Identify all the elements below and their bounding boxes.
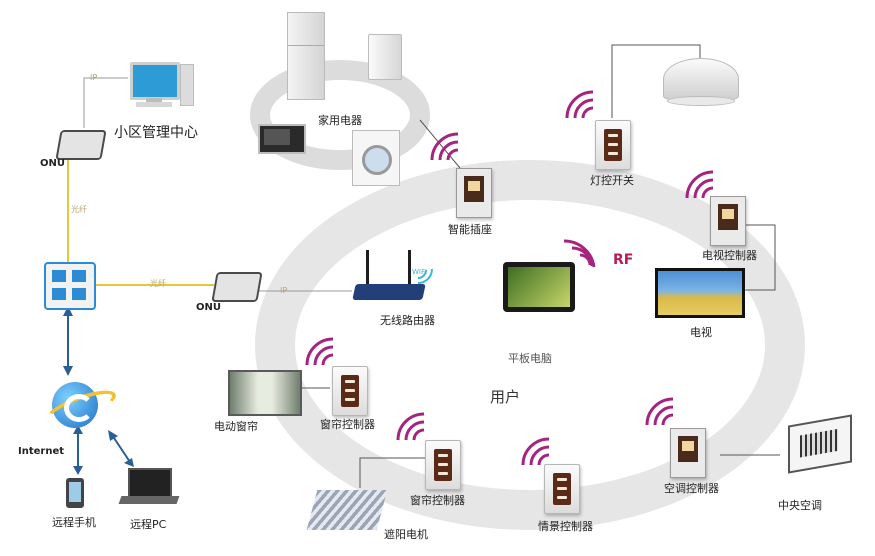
user-ring xyxy=(255,160,805,530)
shade-controller-label: 窗帘控制器 xyxy=(410,494,465,507)
onu-mid-device-icon xyxy=(211,272,263,302)
internet-label: Internet xyxy=(18,446,65,457)
tablet-label: 平板电脑 xyxy=(508,352,552,365)
television-icon xyxy=(655,268,745,322)
ip-label-top: IP xyxy=(90,73,98,82)
wave-groups xyxy=(305,90,714,466)
refrigerator-icon xyxy=(287,12,325,100)
microwave-icon xyxy=(258,124,306,154)
scene-controller-label: 情景控制器 xyxy=(538,520,593,533)
central-air-conditioner-icon xyxy=(782,414,858,474)
tablet-device xyxy=(503,262,579,318)
user-label: 用户 xyxy=(490,388,521,406)
electric-curtain-icon xyxy=(228,370,302,416)
central-ac-label: 中央空调 xyxy=(778,499,822,512)
wireless-router-icon xyxy=(352,250,426,308)
curtain-motor-label: 电动窗帘 xyxy=(214,420,258,433)
smart-socket-device xyxy=(456,168,492,218)
onu-mid-label: ONU xyxy=(196,302,221,313)
appliance-ring xyxy=(250,60,430,170)
light-switch-label: 灯控开关 xyxy=(590,174,634,187)
fiber-label-1: 光纤 xyxy=(71,205,87,214)
shade-controller-device xyxy=(425,440,461,490)
smart-socket-label: 智能插座 xyxy=(448,223,492,236)
laptop-icon xyxy=(118,468,180,508)
mobile-phone-icon xyxy=(66,478,84,508)
tv-controller-device xyxy=(710,196,746,246)
onu-device-icon xyxy=(55,130,107,160)
network-switch-icon xyxy=(44,262,96,310)
curtain-controller-label: 窗帘控制器 xyxy=(320,418,375,431)
internet-explorer-icon xyxy=(42,378,120,430)
computer-icon xyxy=(130,62,194,110)
remote-pc-label: 远程PC xyxy=(130,518,167,531)
tv-controller-label: 电视控制器 xyxy=(702,249,757,262)
router-label: 无线路由器 xyxy=(380,314,435,327)
washing-machine-icon xyxy=(352,130,400,186)
rf-label: RF xyxy=(613,252,634,268)
ac-controller-label: 空调控制器 xyxy=(664,482,719,495)
onu-top-label: ONU xyxy=(40,158,65,169)
ip-label-mid: IP xyxy=(280,286,288,295)
wifi-label: WIFI xyxy=(412,268,428,276)
ac-controller-device xyxy=(670,428,706,478)
shade-motor-label: 遮阳电机 xyxy=(384,528,428,541)
light-switch-device xyxy=(595,120,631,170)
tv-label: 电视 xyxy=(690,326,712,339)
remote-phone-label: 远程手机 xyxy=(52,516,96,529)
sunshade-motor-icon xyxy=(306,490,388,530)
appliances-label: 家用电器 xyxy=(318,114,362,127)
water-heater-icon xyxy=(368,34,402,80)
mgmt-center-label: 小区管理中心 xyxy=(114,125,198,141)
fiber-label-2: 光纤 xyxy=(150,279,166,288)
ceiling-lamp-icon xyxy=(663,58,739,110)
curtain-controller-device xyxy=(332,366,368,416)
scene-controller-device xyxy=(544,464,580,514)
